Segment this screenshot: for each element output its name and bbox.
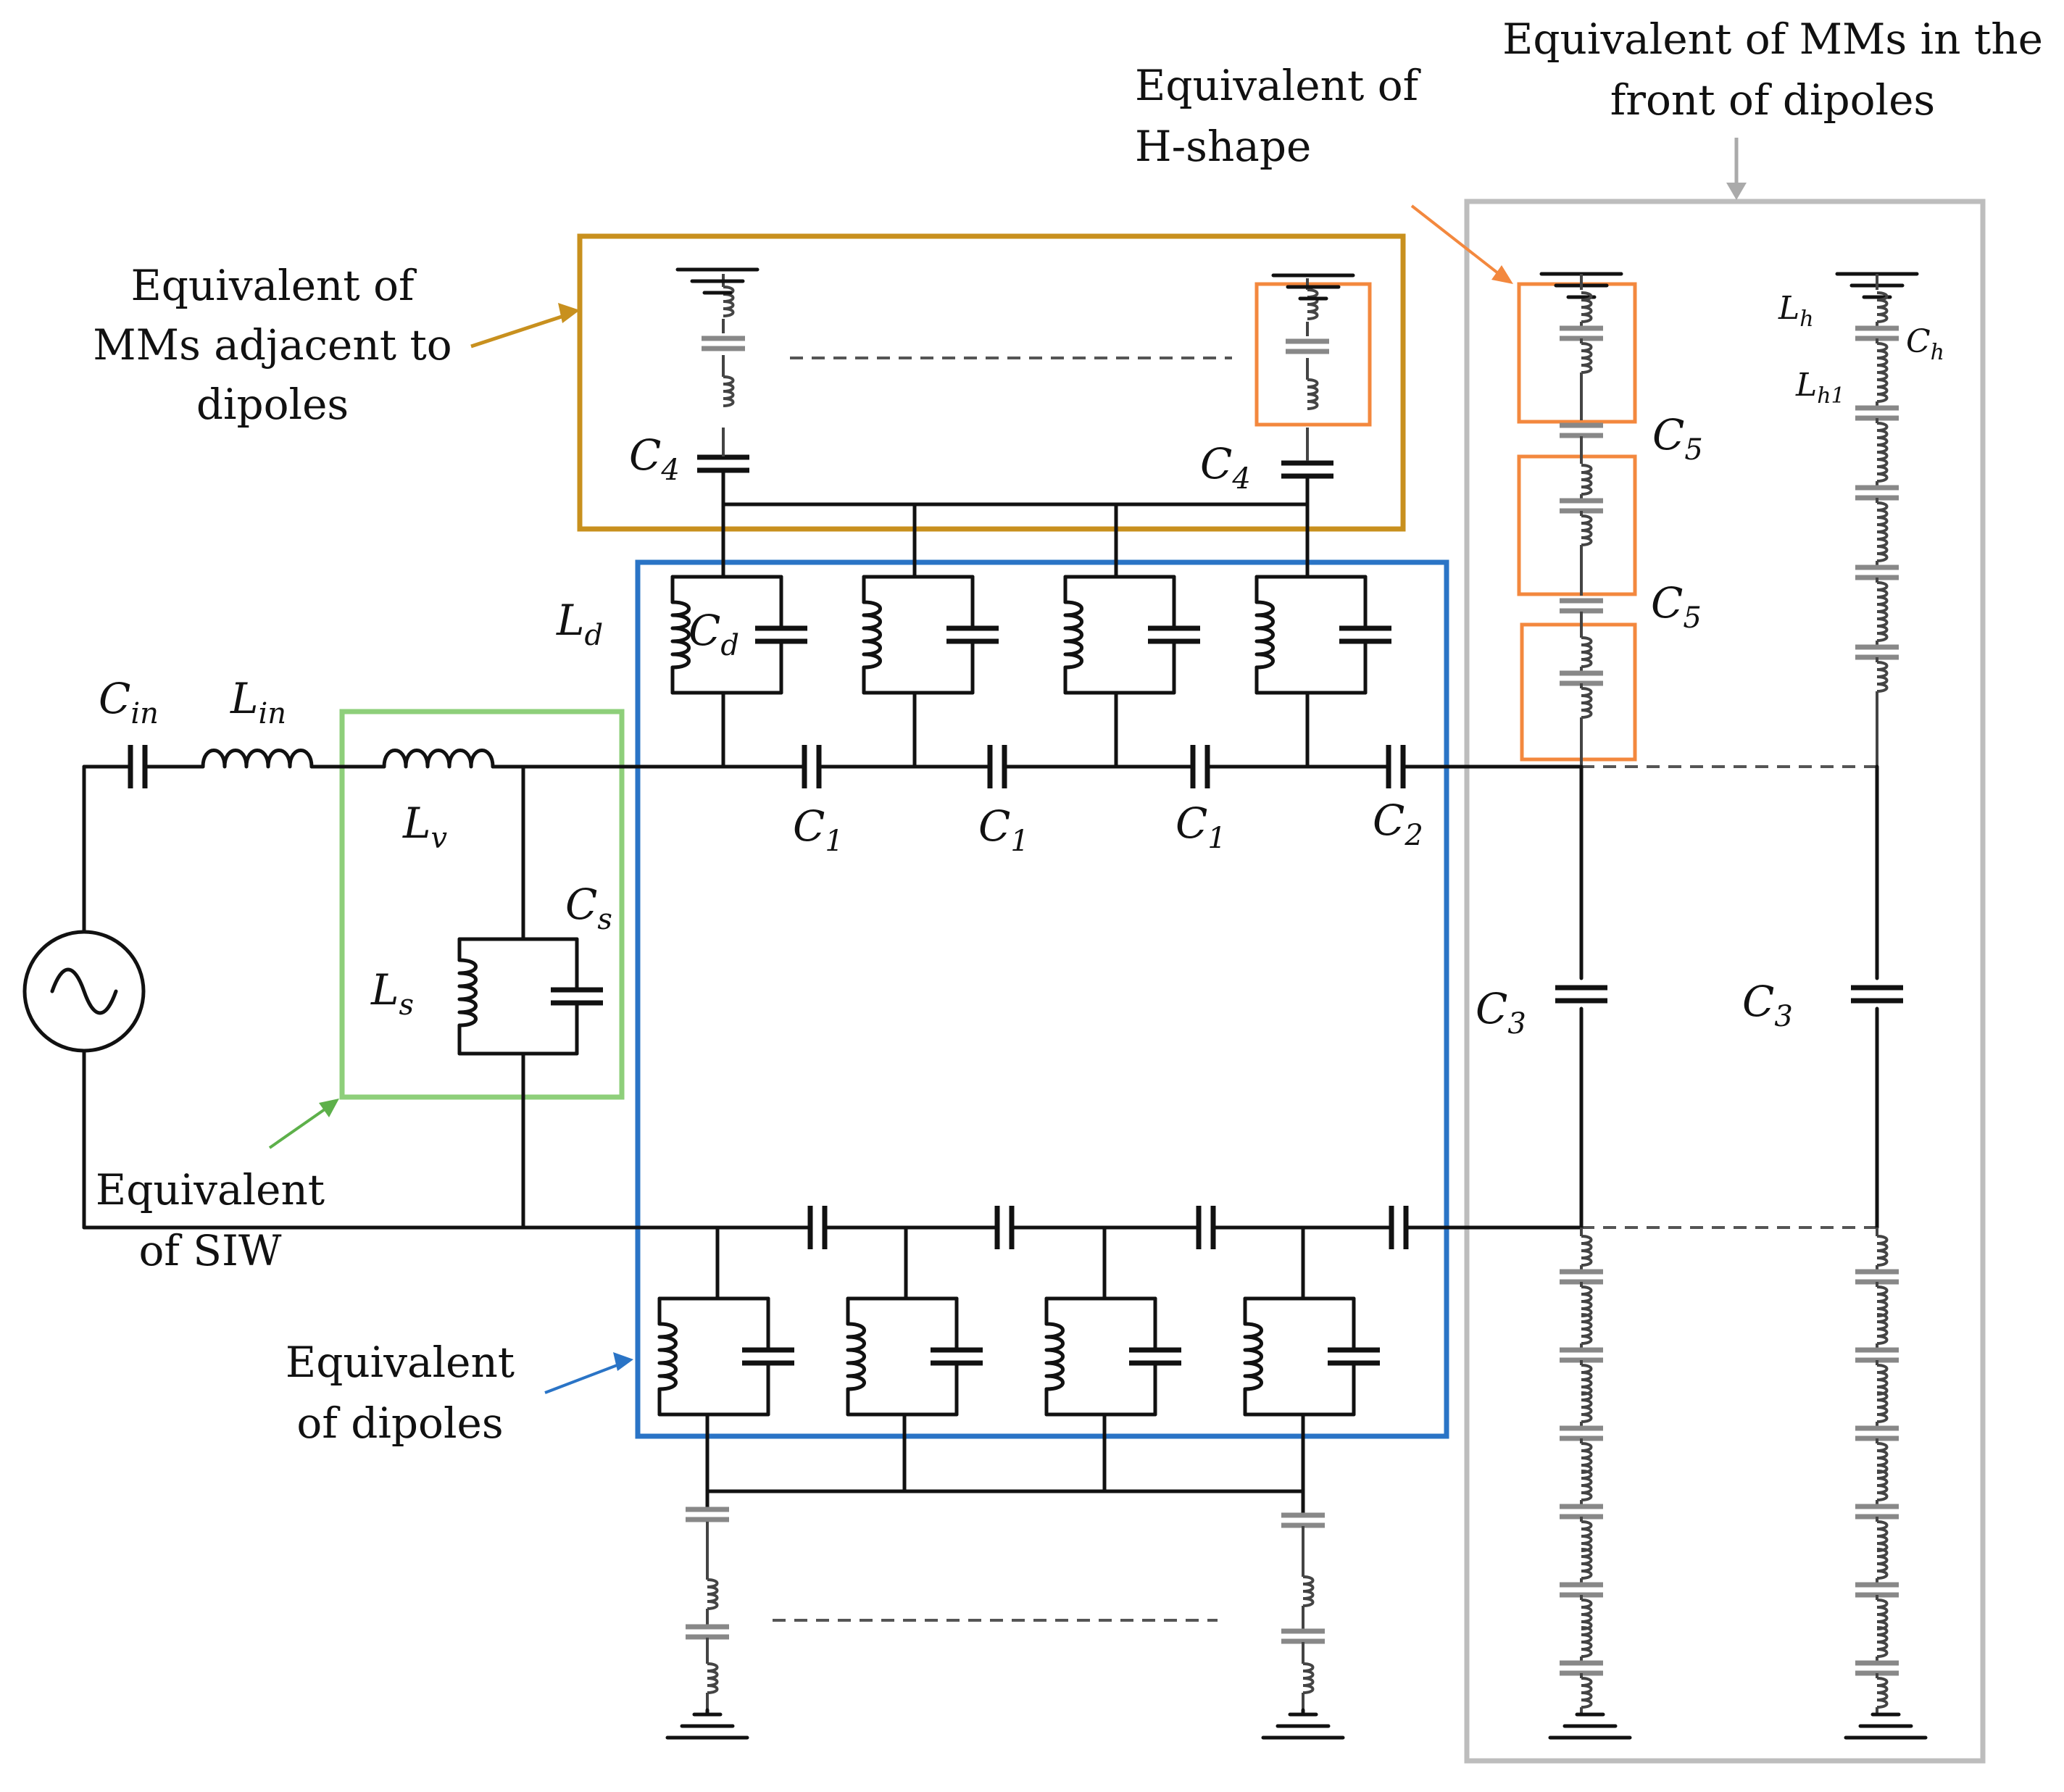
callout-mms-adjacent-3: dipoles <box>196 380 349 429</box>
label-c4-right: C4 <box>1200 439 1251 496</box>
label-c-h: Ch <box>1906 323 1944 365</box>
callout-dipoles-2: of dipoles <box>296 1399 503 1448</box>
arrow-h-shape <box>1410 204 1513 284</box>
capacitor-c1-b <box>990 745 1004 788</box>
mms-adjacent-top <box>678 270 1353 507</box>
dipoles-box <box>635 559 1449 1439</box>
mms-front-box <box>1464 199 1986 1764</box>
ground-icon <box>1550 1714 1630 1738</box>
inductor-l-v <box>382 749 495 769</box>
siw-box <box>339 709 625 1100</box>
arrow-mms-front <box>1726 138 1747 200</box>
label-c5-b: C5 <box>1651 578 1702 635</box>
capacitor-c-in <box>130 745 145 788</box>
callout-siw-2: of SIW <box>138 1226 281 1275</box>
arrow-mms-adjacent <box>470 303 580 349</box>
label-l-v: Lv <box>402 799 448 855</box>
label-c1-c: C1 <box>1175 799 1226 855</box>
label-c1-a: C1 <box>793 801 844 858</box>
callout-mms-front: Equivalent of MMs in the <box>1502 14 2043 64</box>
capacitor-c1-a <box>804 745 819 788</box>
label-c-d: Cd <box>688 606 739 662</box>
ground-icon <box>1846 1714 1926 1738</box>
callout-mms-adjacent-2: MMs adjacent to <box>93 320 452 370</box>
mms-adjacent-bottom <box>667 1489 1343 1738</box>
ground-icon <box>678 270 757 293</box>
mms-front-column-2 <box>1837 274 1926 1738</box>
label-l-in: Lin <box>230 674 286 730</box>
callout-siw: Equivalent <box>96 1165 325 1214</box>
callout-mms-front-2: front of dipoles <box>1610 75 1935 125</box>
callout-h-shape-2: H-shape <box>1135 122 1311 171</box>
label-c5-a: C5 <box>1652 410 1703 467</box>
capacitor-c2 <box>1389 745 1403 788</box>
label-c3-left: C3 <box>1476 984 1526 1041</box>
arrow-dipoles <box>544 1352 633 1394</box>
inductor-l-in <box>201 749 314 769</box>
h-shape-box-2 <box>1517 282 1637 424</box>
ac-source-icon <box>22 930 146 1053</box>
ground-icon <box>667 1714 747 1738</box>
label-c3-right: C3 <box>1742 977 1793 1033</box>
capacitor-c1-c <box>1193 745 1207 788</box>
ground-icon <box>1263 1714 1343 1738</box>
mms-adjacent-box <box>577 233 1406 532</box>
label-c-in: Cin <box>99 674 159 730</box>
capacitor-c-s <box>551 990 603 1003</box>
h-shape-box-3 <box>1517 454 1637 596</box>
label-c4-left: C4 <box>629 430 680 487</box>
label-l-d: Ld <box>556 596 603 652</box>
mms-front-column-1 <box>1541 274 1630 1738</box>
dipole-tanks-bottom <box>659 1225 1380 1493</box>
inductor-l-s <box>459 960 476 1025</box>
label-l-h: Lh <box>1778 290 1814 332</box>
h-shape-box-4 <box>1520 622 1637 762</box>
h-shape-box-1 <box>1254 282 1372 427</box>
label-l-s: Ls <box>370 965 414 1022</box>
callout-dipoles: Equivalent <box>286 1338 515 1387</box>
label-c2: C2 <box>1373 796 1423 852</box>
dipole-tanks-top <box>673 502 1391 769</box>
label-c1-b: C1 <box>978 801 1029 858</box>
callout-h-shape: Equivalent of <box>1135 61 1421 110</box>
callout-mms-adjacent: Equivalent of <box>130 261 417 310</box>
label-c-s: Cs <box>565 880 612 936</box>
label-l-h1: Lh1 <box>1795 367 1845 409</box>
arrow-siw <box>268 1099 339 1149</box>
